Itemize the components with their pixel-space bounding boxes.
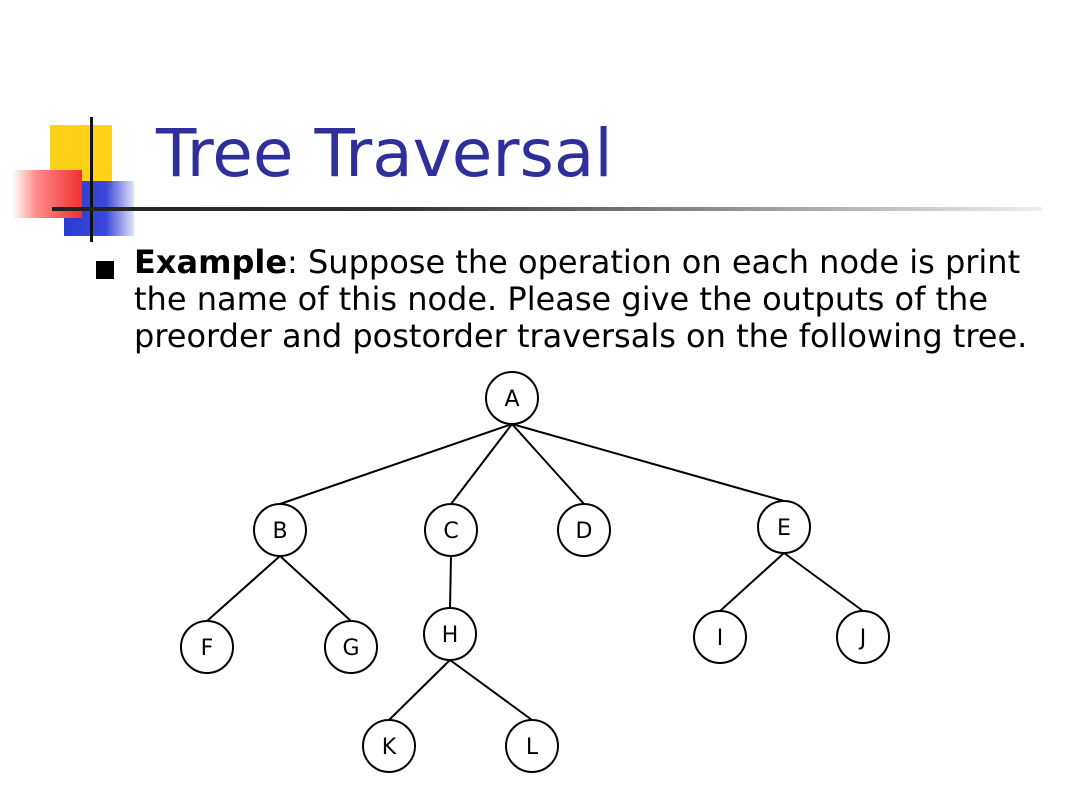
decor-vertical-line [90, 117, 93, 242]
tree-node-circle [253, 503, 307, 557]
tree-edge-e-j [783, 552, 864, 612]
bullet-text: Example: Suppose the operation on each n… [134, 244, 1039, 355]
tree-node-label: H [442, 623, 459, 648]
tree-node-a: A [485, 371, 539, 425]
tree-edge-h-l [449, 659, 533, 721]
tree-edge-e-i [719, 552, 785, 612]
tree-node-label: D [576, 519, 593, 544]
tree-node-circle [423, 607, 477, 661]
tree-node-circle [424, 503, 478, 557]
tree-node-d: D [557, 503, 611, 557]
tree-node-circle [324, 620, 378, 674]
tree-node-l: L [505, 719, 559, 773]
tree-node-label: L [526, 735, 539, 760]
tree-node-circle [836, 610, 890, 664]
tree-node-k: K [362, 719, 416, 773]
tree-node-b: B [253, 503, 307, 557]
tree-node-circle [505, 719, 559, 773]
tree-node-circle [557, 503, 611, 557]
tree-node-c: C [424, 503, 478, 557]
tree-node-circle [693, 610, 747, 664]
bullet-square-icon [96, 261, 114, 279]
tree-edge-b-g [279, 555, 352, 622]
tree-edge-a-b [279, 423, 513, 505]
bullet-body: : Suppose the operation on each node is … [134, 243, 1028, 355]
slide-title: Tree Traversal [156, 115, 613, 192]
tree-edge-b-f [206, 555, 281, 622]
tree-node-h: H [423, 607, 477, 661]
tree-node-circle [757, 500, 811, 554]
tree-node-label: A [504, 387, 519, 412]
tree-node-label: E [777, 516, 791, 541]
tree-node-circle [362, 719, 416, 773]
tree-edge-a-c [450, 423, 513, 505]
tree-node-e: E [757, 500, 811, 554]
tree-node-label: F [201, 636, 214, 661]
tree-node-label: I [717, 626, 724, 651]
tree-node-j: J [836, 610, 890, 664]
tree-edge-h-k [388, 659, 451, 721]
tree-node-label: C [443, 519, 458, 544]
tree-edge-c-h [449, 555, 452, 609]
tree-edge-a-d [511, 423, 585, 505]
tree-node-f: F [180, 620, 234, 674]
tree-node-label: K [382, 735, 397, 760]
tree-node-label: G [342, 636, 359, 661]
tree-node-circle [485, 371, 539, 425]
tree-node-label: B [272, 519, 287, 544]
tree-edge-a-e [511, 423, 785, 502]
bullet-lead: Example [134, 243, 288, 281]
tree-node-circle [180, 620, 234, 674]
tree-node-label: J [858, 626, 867, 651]
tree-node-i: I [693, 610, 747, 664]
title-underline [52, 207, 1042, 211]
tree-node-g: G [324, 620, 378, 674]
